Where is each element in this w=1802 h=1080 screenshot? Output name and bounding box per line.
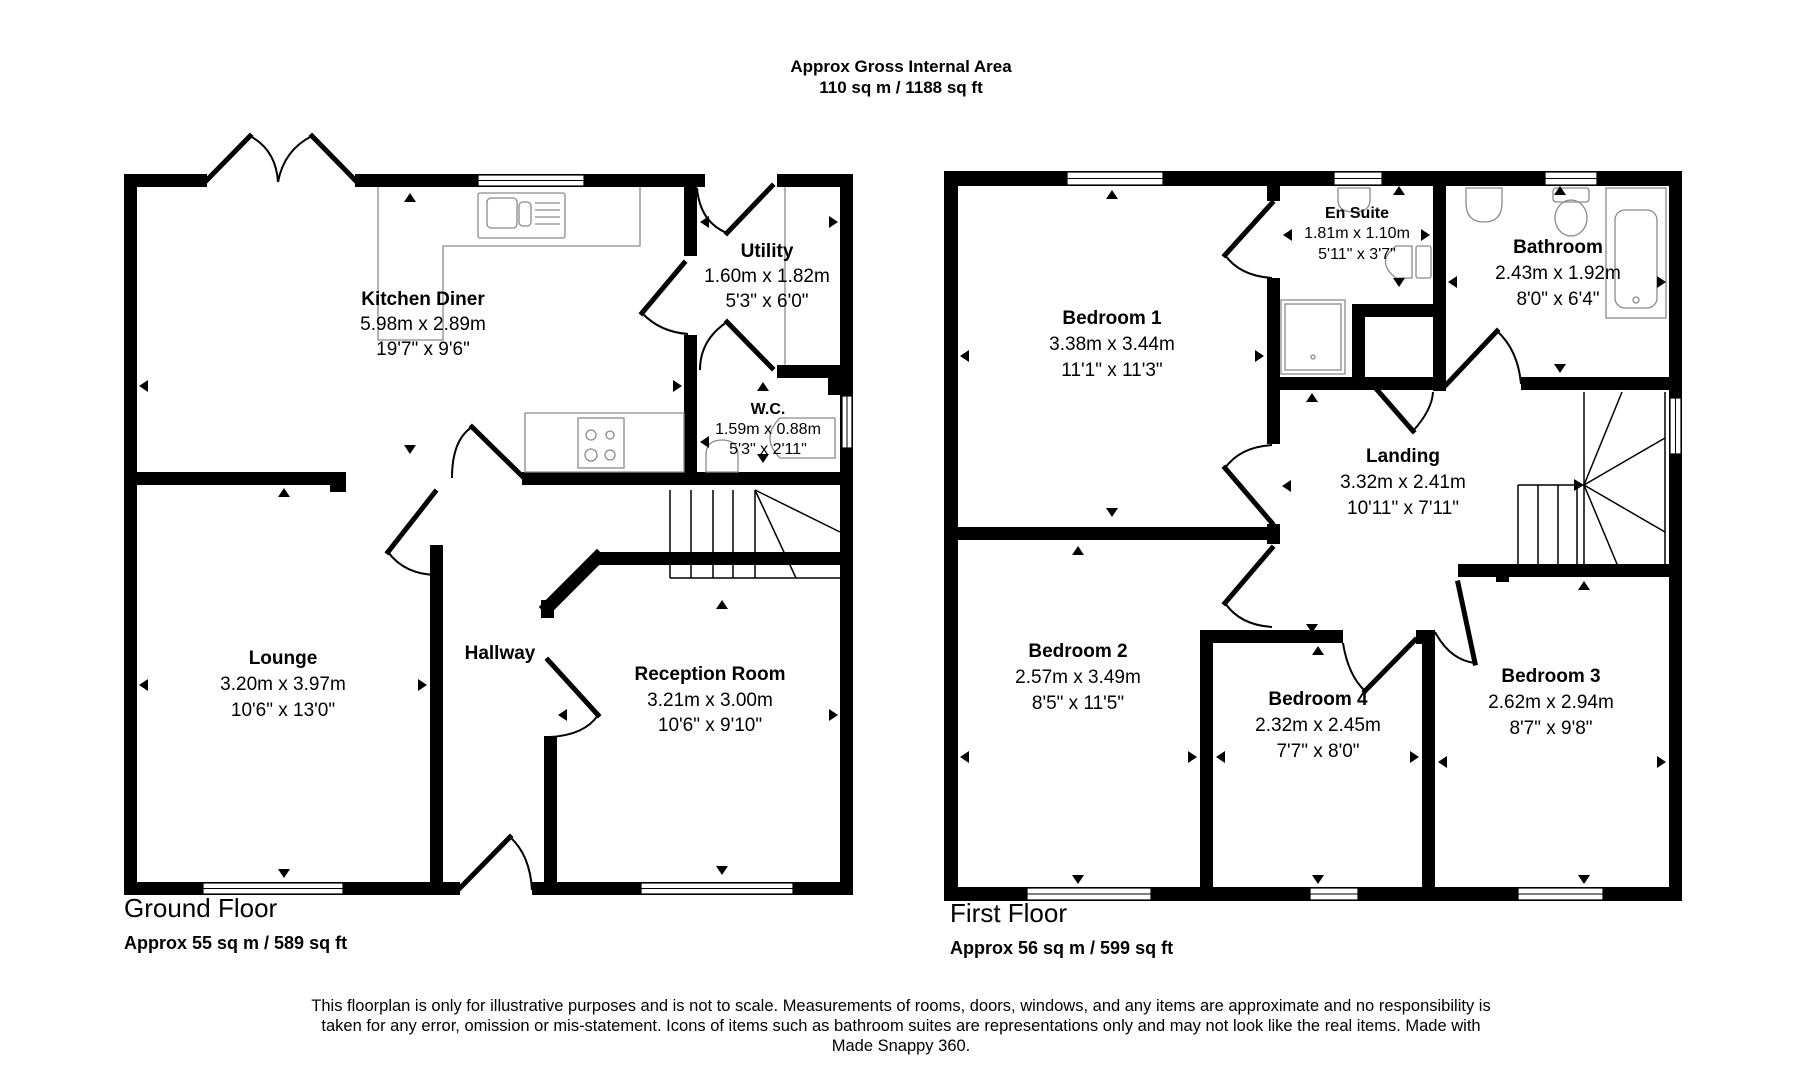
svg-text:7'7" x 8'0": 7'7" x 8'0" [1276,741,1359,762]
ground-floor-label: Ground Floor [124,893,278,923]
svg-text:3.21m x 3.00m: 3.21m x 3.00m [647,690,773,711]
svg-text:En Suite: En Suite [1325,205,1389,222]
title-line-2: 110 sq m / 1188 sq ft [819,78,983,97]
svg-text:1.60m x 1.82m: 1.60m x 1.82m [704,266,830,287]
gross-internal-area-title: Approx Gross Internal Area 110 sq m / 11… [0,56,1802,98]
bathroom-toilet-icon [1552,187,1590,203]
svg-text:11'1" x 11'3": 11'1" x 11'3" [1061,360,1162,381]
svg-text:5'11" x 3'7": 5'11" x 3'7" [1318,246,1396,263]
hob-icon [577,417,625,469]
svg-text:Utility: Utility [741,241,794,262]
svg-text:2.43m x 1.92m: 2.43m x 1.92m [1495,263,1621,284]
first-floor-dimension-arrows [960,186,1666,884]
svg-text:Bedroom 1: Bedroom 1 [1062,308,1162,329]
svg-text:Bedroom 4: Bedroom 4 [1268,689,1368,710]
bath-icon [1605,187,1667,319]
svg-text:Bedroom 2: Bedroom 2 [1028,641,1127,662]
svg-text:Lounge: Lounge [249,648,318,669]
svg-text:2.62m x 2.94m: 2.62m x 2.94m [1488,692,1614,713]
svg-text:Kitchen Diner: Kitchen Diner [361,289,485,310]
kitchen-sink-icon [477,192,566,239]
first-floor-plan: Bedroom 1 3.38m x 3.44m 11'1" x 11'3" En… [944,171,1682,901]
svg-text:10'11" x 7'11": 10'11" x 7'11" [1347,498,1459,519]
ground-floor-plan: Kitchen Diner 5.98m x 2.89m 19'7" x 9'6"… [124,132,853,895]
svg-text:10'6" x 9'10": 10'6" x 9'10" [658,715,762,736]
svg-text:5'3" x 6'0": 5'3" x 6'0" [725,291,808,312]
first-floor-label: First Floor [950,898,1067,928]
bathroom-basin-icon [1465,187,1503,223]
svg-text:8'0" x 6'4": 8'0" x 6'4" [1516,289,1599,310]
room-bathroom: Bathroom 2.43m x 1.92m 8'0" x 6'4" [1495,237,1621,310]
wc-toilet-icon [769,417,836,459]
room-bedroom-2: Bedroom 2 2.57m x 3.49m 8'5" x 11'5" [1015,641,1141,714]
svg-text:W.C.: W.C. [751,401,786,418]
svg-text:1.59m x 0.88m: 1.59m x 0.88m [715,421,821,438]
svg-text:5'3" x 2'11": 5'3" x 2'11" [729,441,807,458]
room-kitchen-diner: Kitchen Diner 5.98m x 2.89m 19'7" x 9'6" [360,289,486,360]
first-floor-area: Approx 56 sq m / 599 sq ft [950,938,1174,958]
ensuite-toilet-icon [1384,245,1413,279]
svg-text:Reception Room: Reception Room [635,664,786,685]
svg-text:1.81m x 1.10m: 1.81m x 1.10m [1304,225,1410,242]
room-bedroom-3: Bedroom 3 2.62m x 2.94m 8'7" x 9'8" [1488,666,1614,739]
svg-text:2.32m x 2.45m: 2.32m x 2.45m [1255,715,1381,736]
ensuite-basin-icon [1337,187,1371,213]
room-hallway: Hallway [465,643,536,664]
room-bedroom-4: Bedroom 4 2.32m x 2.45m 7'7" x 8'0" [1255,689,1381,762]
room-bedroom-1: Bedroom 1 3.38m x 3.44m 11'1" x 11'3" [1049,308,1175,381]
svg-text:8'5" x 11'5": 8'5" x 11'5" [1032,693,1124,714]
svg-text:8'7" x 9'8": 8'7" x 9'8" [1509,718,1592,739]
room-landing: Landing 3.32m x 2.41m 10'11" x 7'11" [1340,446,1466,519]
room-lounge: Lounge 3.20m x 3.97m 10'6" x 13'0" [220,648,346,721]
svg-text:19'7" x 9'6": 19'7" x 9'6" [376,339,470,360]
room-reception: Reception Room 3.21m x 3.00m 10'6" x 9'1… [635,664,786,736]
wc-basin-icon [705,439,739,473]
svg-text:Hallway: Hallway [465,643,536,664]
svg-text:2.57m x 3.49m: 2.57m x 3.49m [1015,667,1141,688]
svg-text:10'6" x 13'0": 10'6" x 13'0" [231,700,335,721]
room-en-suite: En Suite 1.81m x 1.10m 5'11" x 3'7" [1304,205,1410,263]
room-utility: Utility 1.60m x 1.82m 5'3" x 6'0" [704,241,830,312]
svg-text:3.38m x 3.44m: 3.38m x 3.44m [1049,334,1175,355]
disclaimer-text: This floorplan is only for illustrative … [311,997,1491,1055]
svg-text:Bedroom 3: Bedroom 3 [1501,666,1600,687]
shower-tray-icon [1280,299,1346,375]
ground-floor-area: Approx 55 sq m / 589 sq ft [124,933,348,953]
svg-text:Landing: Landing [1366,446,1440,467]
svg-text:5.98m x 2.89m: 5.98m x 2.89m [360,314,486,335]
ground-floor-dimension-arrows [139,193,838,878]
svg-text:3.20m x 3.97m: 3.20m x 3.97m [220,674,346,695]
svg-text:3.32m x 2.41m: 3.32m x 2.41m [1340,472,1466,493]
room-wc: W.C. 1.59m x 0.88m 5'3" x 2'11" [715,401,821,458]
title-line-1: Approx Gross Internal Area [790,57,1012,76]
svg-text:Bathroom: Bathroom [1513,237,1603,258]
